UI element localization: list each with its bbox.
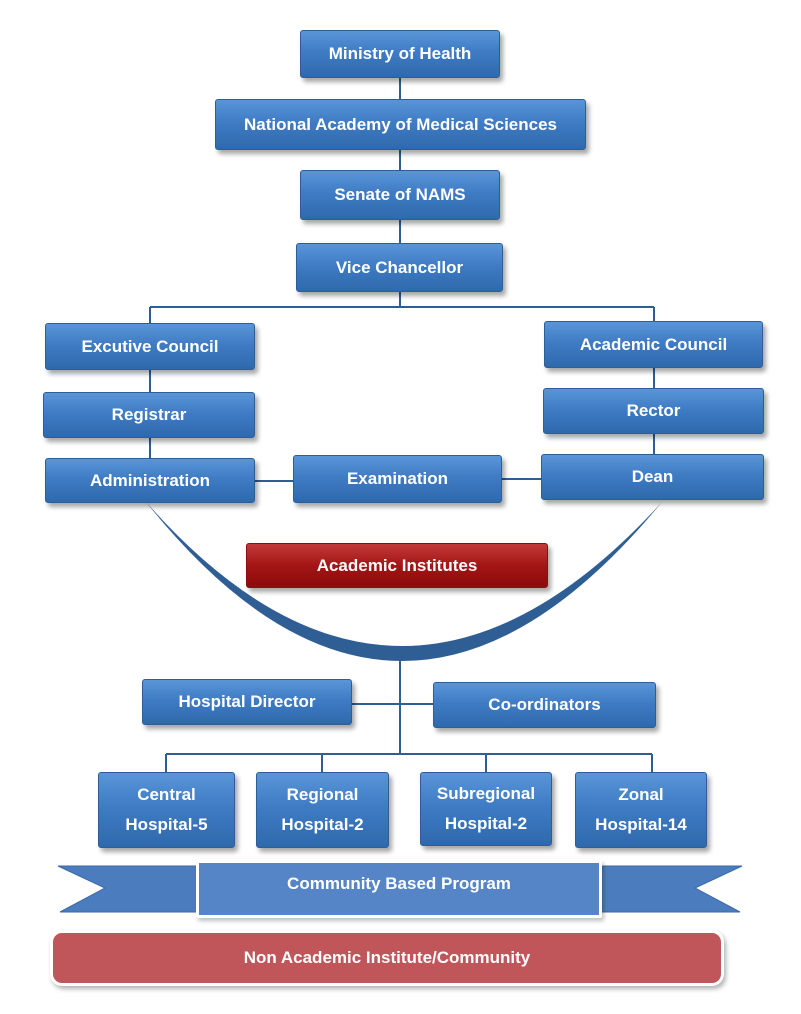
node-hospital-director: Hospital Director <box>142 679 352 725</box>
node-senate-of-nams: Senate of NAMS <box>300 170 500 220</box>
ribbon-right-tail <box>599 865 743 913</box>
node-administration: Administration <box>45 458 255 503</box>
node-dean: Dean <box>541 454 764 500</box>
node-rector: Rector <box>543 388 764 434</box>
institutes-arc <box>146 502 662 661</box>
node-vice-chancellor: Vice Chancellor <box>296 243 503 292</box>
node-academic-council: Academic Council <box>544 321 763 368</box>
ribbon-left-tail <box>57 865 201 913</box>
node-regional-hospital: Regional Hospital-2 <box>256 772 389 848</box>
node-central-hospital: Central Hospital-5 <box>98 772 235 848</box>
banner-community-based-program: Community Based Program <box>196 860 602 918</box>
node-zonal-hospital: Zonal Hospital-14 <box>575 772 707 848</box>
node-ministry-of-health: Ministry of Health <box>300 30 500 78</box>
node-executive-council: Excutive Council <box>45 323 255 370</box>
node-nams: National Academy of Medical Sciences <box>215 99 586 150</box>
node-registrar: Registrar <box>43 392 255 438</box>
node-non-academic-institute: Non Academic Institute/Community <box>50 930 724 986</box>
node-subregional-hospital: Subregional Hospital-2 <box>420 772 552 846</box>
node-examination: Examination <box>293 455 502 503</box>
node-academic-institutes: Academic Institutes <box>246 543 548 588</box>
node-coordinators: Co-ordinators <box>433 682 656 728</box>
